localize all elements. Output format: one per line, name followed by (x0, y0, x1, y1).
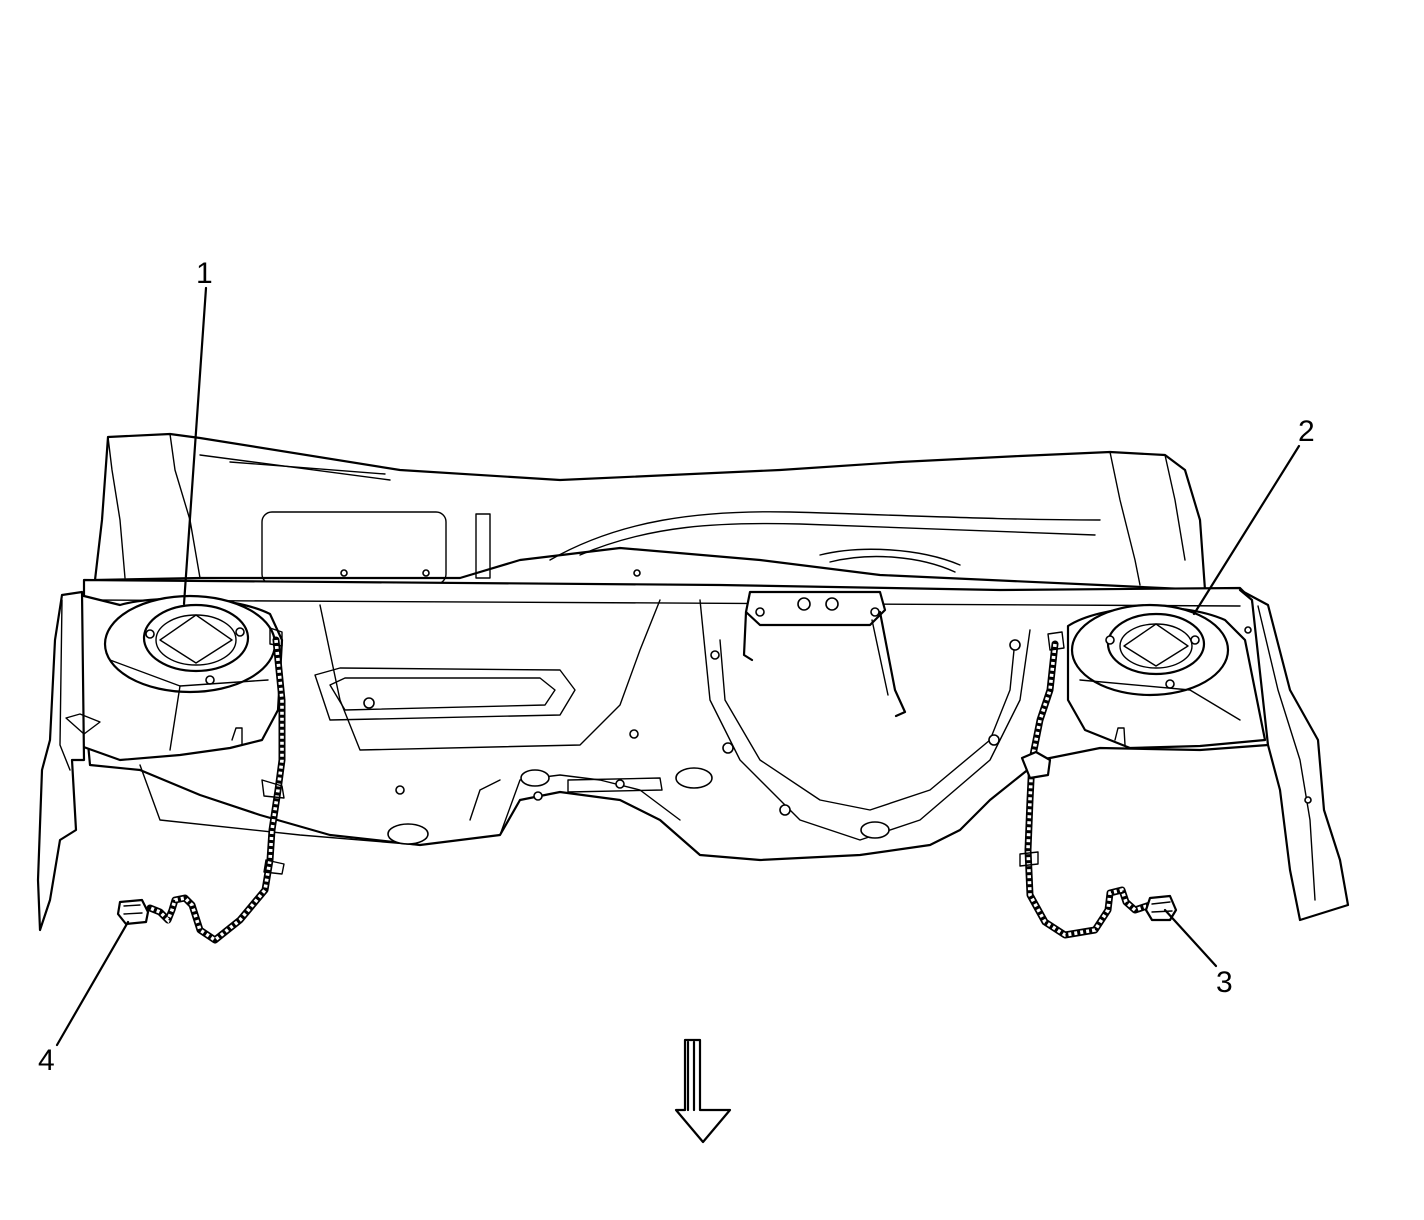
right-wheel-speed-sensor-harness (1019, 631, 1178, 939)
callout-2: 2 (1298, 415, 1315, 448)
left-spring-seat (36, 590, 284, 932)
leader-line-1 (182, 286, 208, 606)
leader-line-3 (1163, 908, 1218, 968)
callout-4: 4 (38, 1044, 55, 1077)
callout-3: 3 (1216, 966, 1233, 999)
right-spring-seat (1066, 588, 1350, 922)
leader-line-4 (55, 920, 130, 1047)
leader-line-2 (1192, 444, 1301, 616)
upper-cross-member (93, 432, 1207, 592)
left-wheel-speed-sensor-harness (116, 627, 286, 944)
electrical-connector-icon (116, 898, 150, 926)
callout-1: 1 (196, 257, 213, 290)
down-arrow-icon (674, 1038, 732, 1144)
leader-lines (55, 286, 1301, 1047)
center-bracket (742, 590, 907, 718)
